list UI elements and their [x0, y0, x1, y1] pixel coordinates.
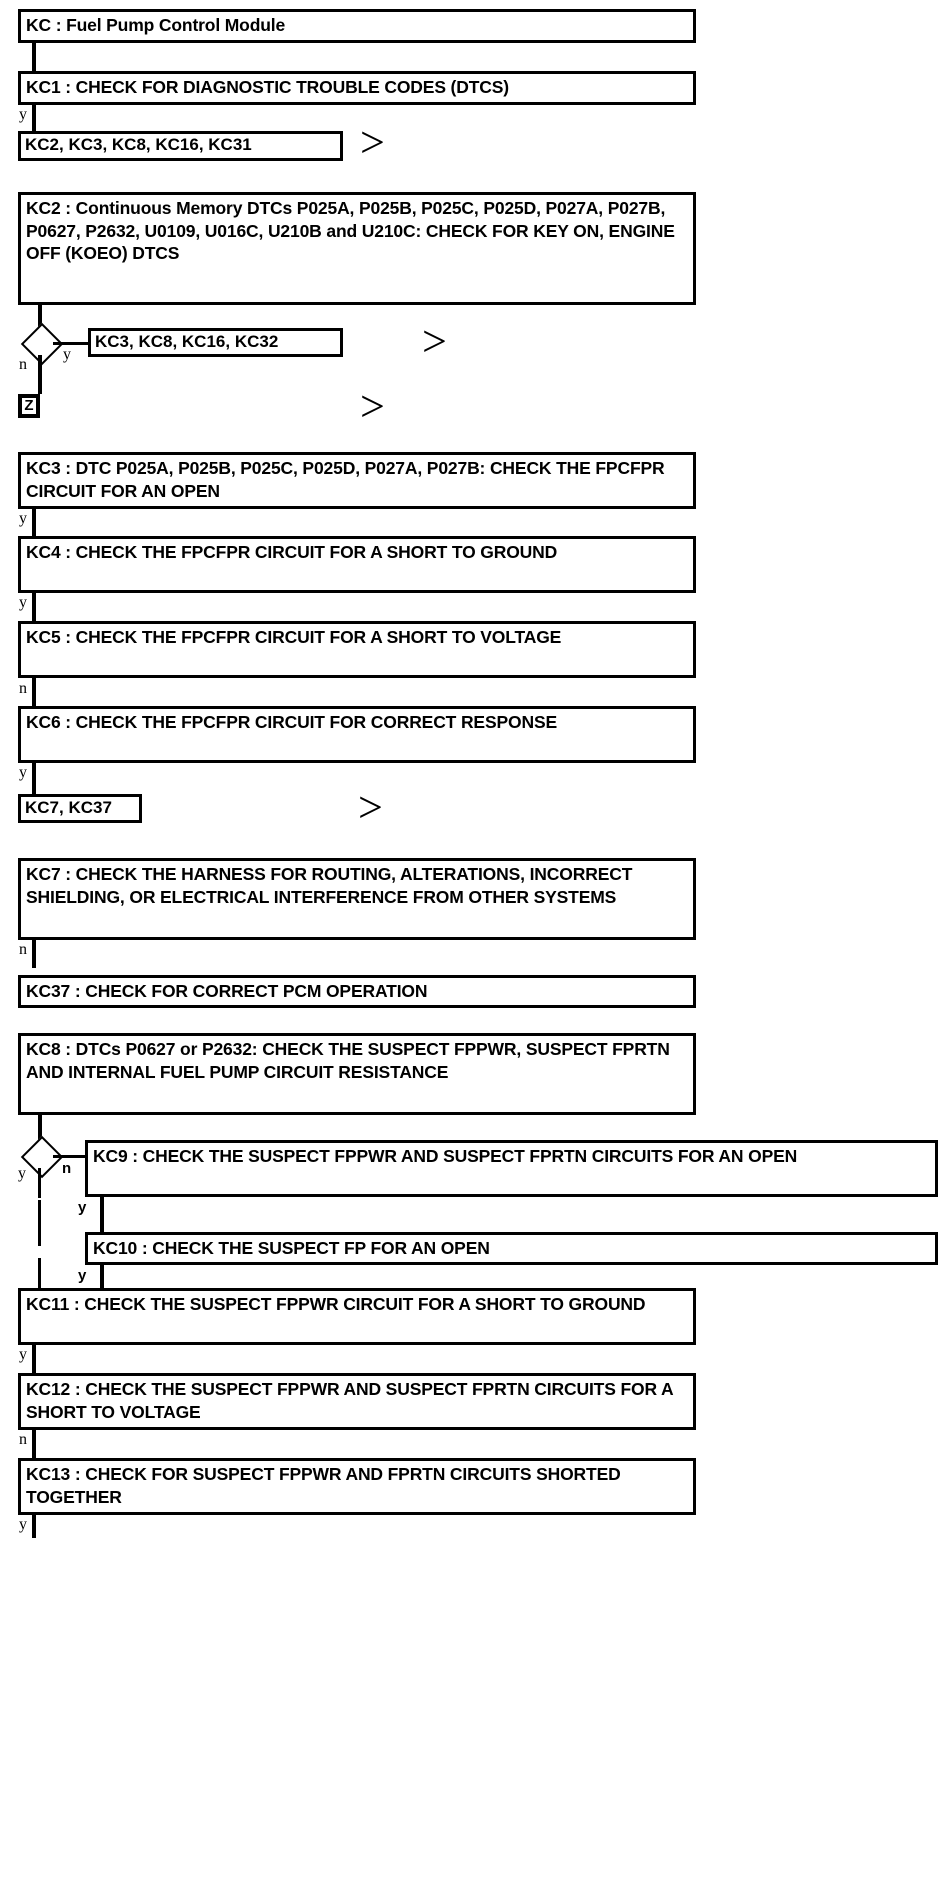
node-kc2[interactable]: KC2 : Continuous Memory DTCs P025A, P025…	[18, 192, 696, 305]
branch-label-kc10-y: y	[78, 1267, 87, 1284]
ref-box-z[interactable]: Z	[18, 394, 40, 418]
node-kc8[interactable]: KC8 : DTCs P0627 or P2632: CHECK THE SUS…	[18, 1033, 696, 1115]
node-kc13[interactable]: KC13 : CHECK FOR SUSPECT FPPWR AND FPRTN…	[18, 1458, 696, 1515]
branch-label-kc13-y: y	[19, 1516, 27, 1533]
branch-label-kc8-diamond-n: n	[62, 1160, 72, 1177]
connector-kc8-yes-bypass-3	[38, 1258, 41, 1298]
connector-decision-kc8-no	[53, 1155, 91, 1158]
branch-label-kc2-diamond-y: y	[63, 346, 71, 363]
branch-label-kc8-diamond-y: y	[18, 1165, 26, 1182]
node-kc5[interactable]: KC5 : CHECK THE FPCFPR CIRCUIT FOR A SHO…	[18, 621, 696, 678]
branch-label-kc3-y: y	[19, 510, 27, 527]
offpage-connector-icon-2: >	[422, 317, 447, 366]
node-kc12[interactable]: KC12 : CHECK THE SUSPECT FPPWR AND SUSPE…	[18, 1373, 696, 1430]
ref-box-kc2-kc3-kc8-kc16-kc31[interactable]: KC2, KC3, KC8, KC16, KC31	[18, 131, 343, 161]
connector-decision-kc2-yes	[53, 342, 91, 345]
connector-kc6-to-ref3	[32, 762, 36, 794]
connector-kc8-yes-bypass-2	[38, 1200, 41, 1246]
offpage-connector-icon-1: >	[360, 118, 385, 167]
connector-decision-kc2-no	[38, 355, 42, 394]
node-kc-title[interactable]: KC : Fuel Pump Control Module	[18, 9, 696, 43]
node-kc7[interactable]: KC7 : CHECK THE HARNESS FOR ROUTING, ALT…	[18, 858, 696, 940]
node-kc37[interactable]: KC37 : CHECK FOR CORRECT PCM OPERATION	[18, 975, 696, 1008]
connector-kc8-yes-bypass	[38, 1168, 41, 1198]
branch-label-kc6-y: y	[19, 764, 27, 781]
connector-kc10-to-kc11	[100, 1264, 104, 1298]
connector-kc3-to-kc4	[32, 508, 36, 536]
connector-kc5-to-kc6	[32, 677, 36, 706]
connector-kc4-to-kc5	[32, 592, 36, 621]
connector-kc9-to-kc10	[100, 1196, 104, 1232]
connector-kc7-to-kc37	[32, 939, 36, 968]
branch-label-kc1-y: y	[19, 106, 27, 123]
branch-label-kc2-diamond-n: n	[19, 356, 27, 373]
ref-box-kc7-kc37[interactable]: KC7, KC37	[18, 794, 142, 823]
branch-label-kc12-n: n	[19, 1431, 27, 1448]
branch-label-kc11-y: y	[19, 1346, 27, 1363]
node-kc11[interactable]: KC11 : CHECK THE SUSPECT FPPWR CIRCUIT F…	[18, 1288, 696, 1345]
connector-title-to-kc1	[32, 41, 36, 71]
ref-box-kc3-kc8-kc16-kc32[interactable]: KC3, KC8, KC16, KC32	[88, 328, 343, 357]
connector-kc8-to-decision	[38, 1113, 42, 1142]
connector-kc11-to-kc12	[32, 1344, 36, 1373]
branch-label-kc5-n: n	[19, 680, 27, 697]
node-kc3[interactable]: KC3 : DTC P025A, P025B, P025C, P025D, P0…	[18, 452, 696, 509]
connector-kc12-to-kc13	[32, 1429, 36, 1458]
node-kc9[interactable]: KC9 : CHECK THE SUSPECT FPPWR AND SUSPEC…	[85, 1140, 938, 1197]
node-kc4[interactable]: KC4 : CHECK THE FPCFPR CIRCUIT FOR A SHO…	[18, 536, 696, 593]
branch-label-kc7-n: n	[19, 941, 27, 958]
branch-label-kc4-y: y	[19, 594, 27, 611]
connector-kc13-down	[32, 1514, 36, 1538]
branch-label-kc9-y: y	[78, 1199, 87, 1216]
connector-kc1-to-ref1	[32, 104, 36, 131]
node-kc1[interactable]: KC1 : CHECK FOR DIAGNOSTIC TROUBLE CODES…	[18, 71, 696, 105]
connector-kc2-to-decision	[38, 303, 42, 329]
node-kc6[interactable]: KC6 : CHECK THE FPCFPR CIRCUIT FOR CORRE…	[18, 706, 696, 763]
offpage-connector-icon-4: >	[358, 783, 383, 832]
offpage-connector-icon-3: >	[360, 382, 385, 431]
node-kc10[interactable]: KC10 : CHECK THE SUSPECT FP FOR AN OPEN	[85, 1232, 938, 1265]
